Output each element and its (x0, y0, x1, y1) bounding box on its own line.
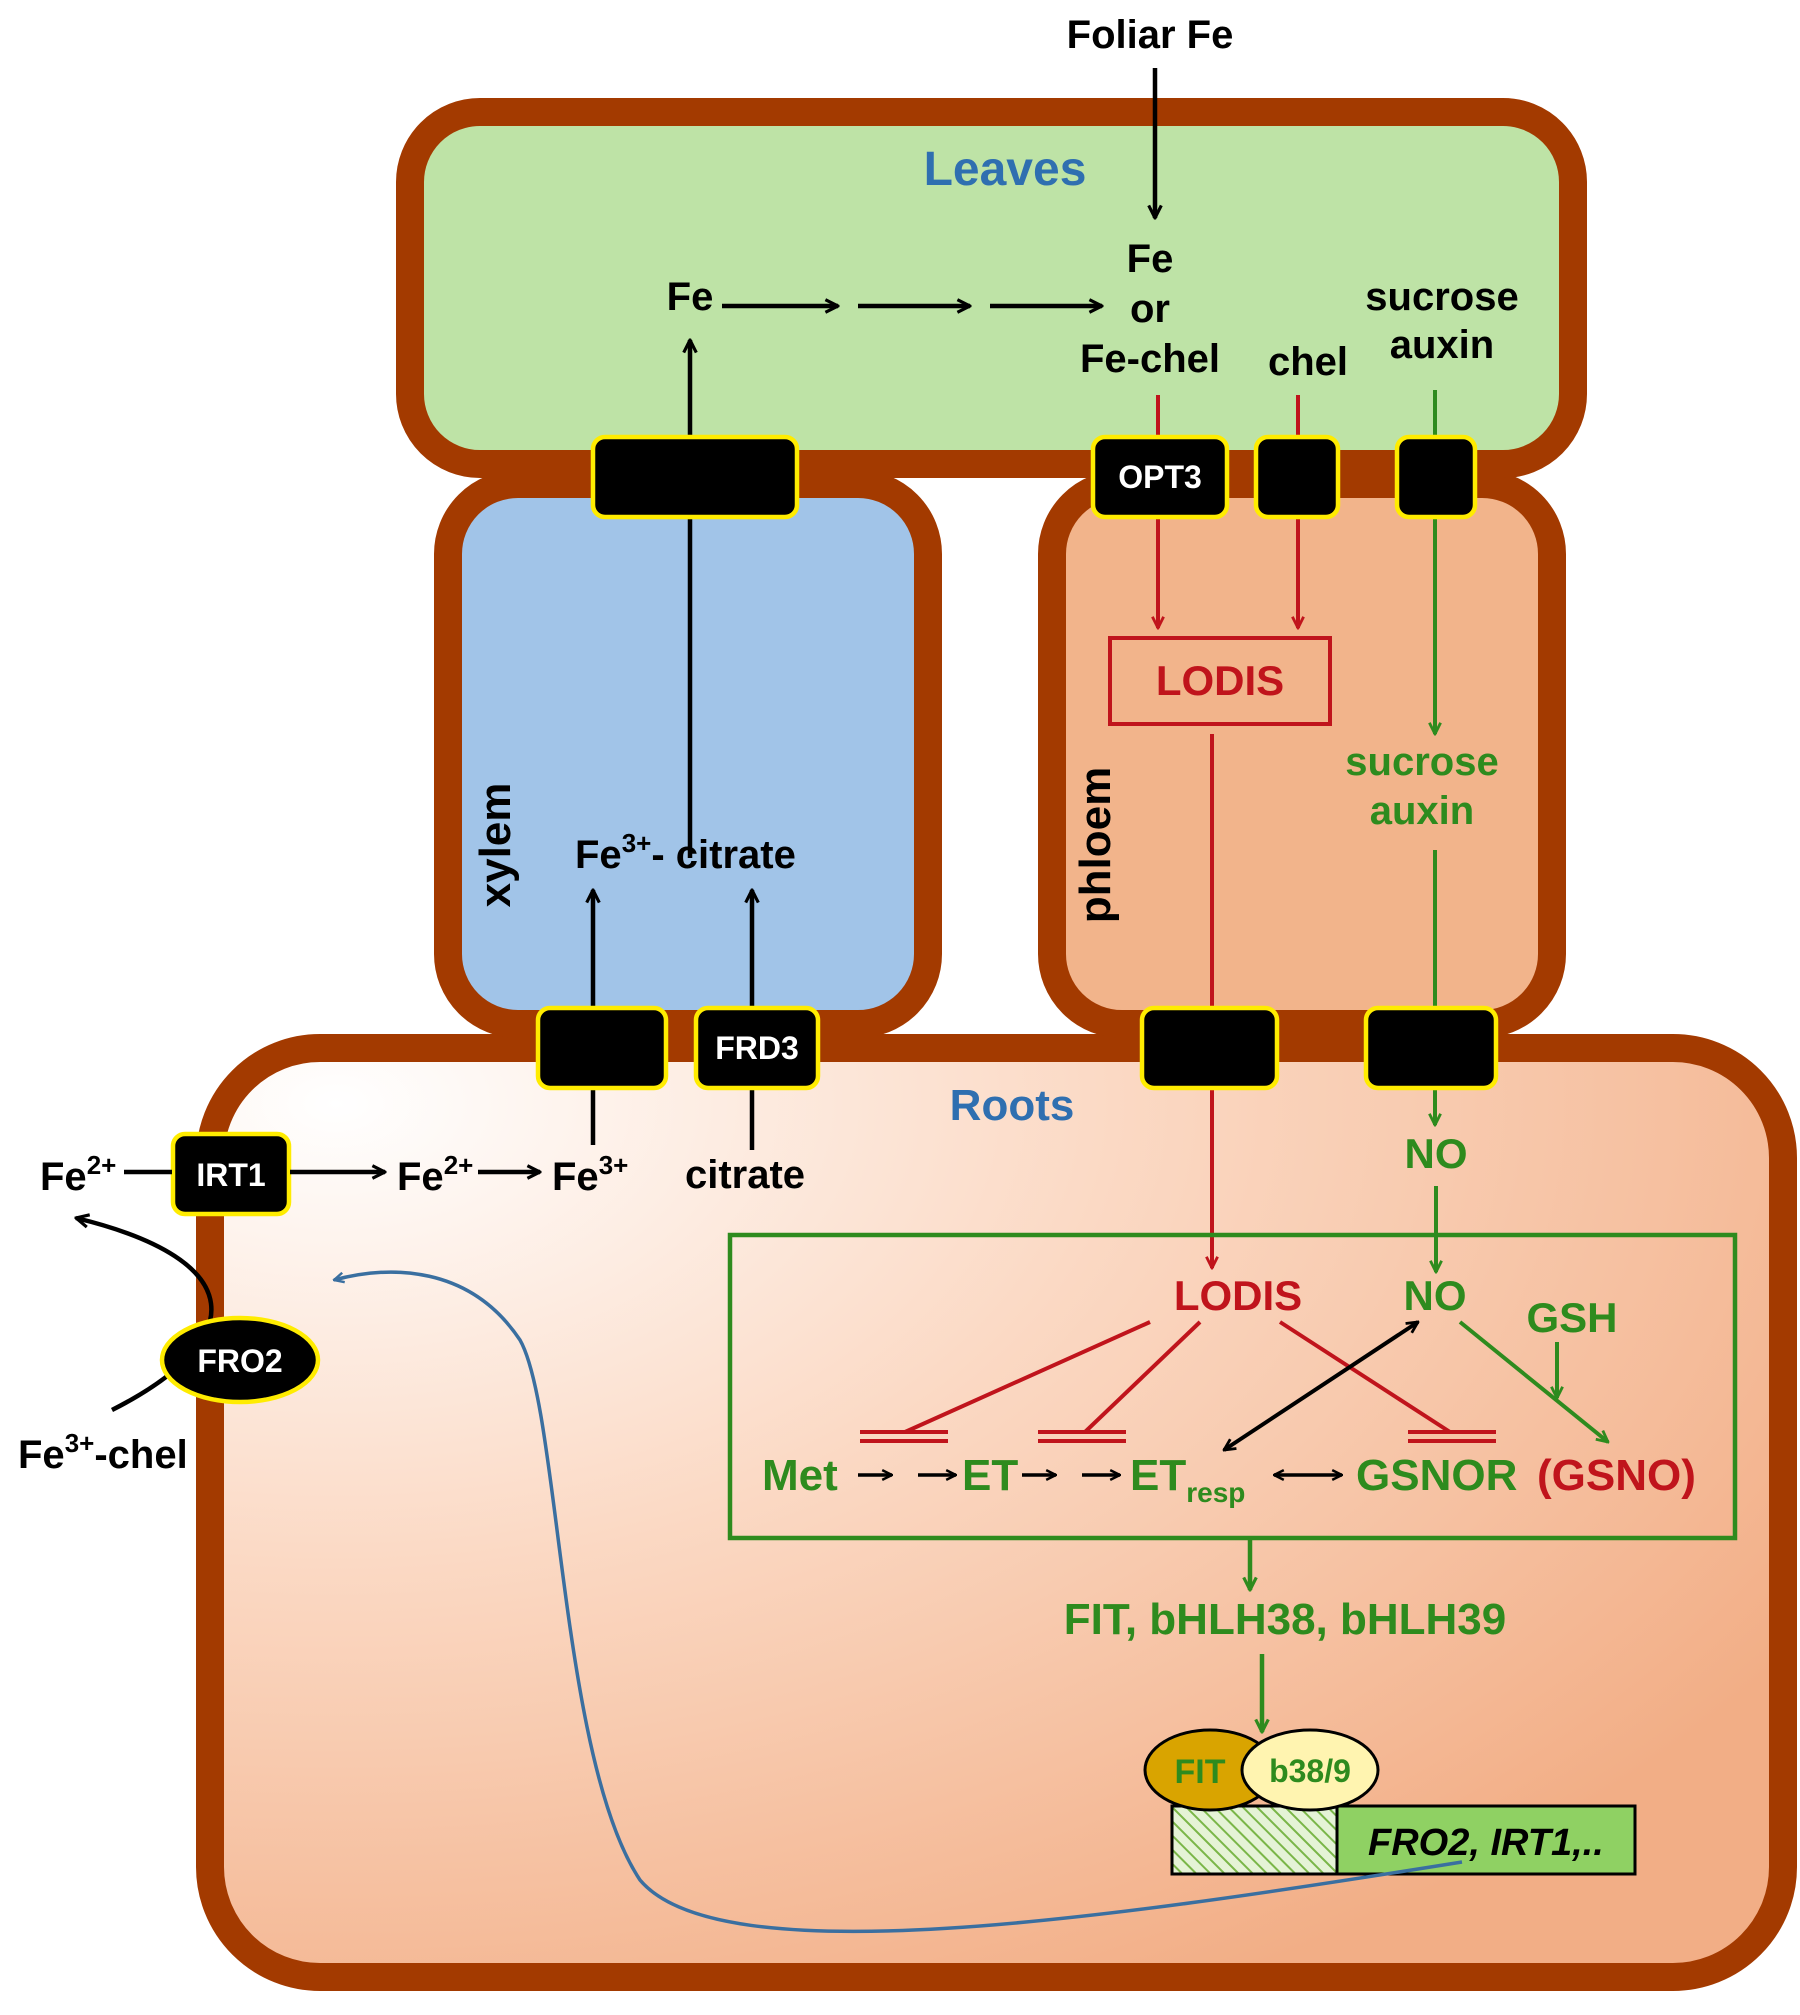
irt1-transporter (170, 1131, 292, 1217)
fro2-reduction-arrow (76, 1218, 214, 1413)
foliar-fe-label: Foliar Fe (1067, 13, 1234, 57)
leaves-compartment (396, 98, 1587, 478)
leaf-xylem-transporter (590, 434, 800, 520)
gsh-label: GSH (1526, 1294, 1617, 1341)
opt3-label: OPT3 (1118, 459, 1202, 495)
root-no-label: NO (1405, 1130, 1468, 1177)
promoter-region (1170, 1804, 1339, 1876)
fe2-outside-label: Fe2+ (40, 1150, 116, 1199)
fe-or-fechel-line3: Fe-chel (1080, 337, 1220, 381)
fe3-citrate-label: Fe3+- citrate (575, 828, 796, 877)
gsnor-label: GSNOR (1356, 1451, 1517, 1500)
et-label: ET (962, 1451, 1018, 1500)
roots-compartment (196, 1034, 1797, 1991)
fe2-inside-label: Fe2+ (397, 1150, 473, 1199)
citrate-label: citrate (685, 1153, 805, 1197)
fe-or-fechel-line2: or (1130, 287, 1170, 331)
leaf-sucrose-label: sucrose (1365, 275, 1518, 319)
leaf-fe-label: Fe (667, 275, 714, 319)
phloem-root-transporter-2 (1363, 1005, 1499, 1091)
fro2-label: FRO2 (197, 1343, 282, 1379)
xylem-label: xylem (471, 783, 520, 908)
b389-protein-label: b38/9 (1269, 1753, 1351, 1789)
frd3-label: FRD3 (715, 1030, 799, 1066)
target-genes-label: FRO2, IRT1,.. (1368, 1822, 1604, 1864)
target-genes-region (1335, 1804, 1637, 1876)
irt1-label: IRT1 (196, 1157, 265, 1193)
no-to-gsno-arrow (1458, 1320, 1608, 1442)
leaf-chel-label: chel (1268, 340, 1348, 384)
opt3-transporter (1090, 434, 1230, 520)
fe-or-fechel-line1: Fe (1127, 237, 1174, 281)
signal-no-label: NO (1404, 1272, 1467, 1319)
fro2-enzyme (159, 1315, 321, 1405)
phloem-sucrose-label: sucrose (1345, 740, 1498, 784)
fe3-chel-outside-label: Fe3+-chel (18, 1428, 188, 1477)
phloem-lodis-label: LODIS (1156, 657, 1284, 704)
transcription-factors-label: FIT, bHLH38, bHLH39 (1064, 1595, 1507, 1644)
signaling-box (727, 1232, 1738, 1541)
phloem-label: phloem (1071, 767, 1120, 923)
root-xylem-transporter (535, 1005, 669, 1091)
frd3-transporter (693, 1005, 821, 1091)
feedback-curve (334, 1270, 1463, 1934)
lodis-inhibit-met-line (904, 1320, 1151, 1434)
leaf-auxin-label: auxin (1390, 323, 1494, 367)
phloem-root-transporter-1 (1139, 1005, 1280, 1091)
fe3-inside-label: Fe3+ (552, 1150, 628, 1199)
gsno-label: (GSNO) (1537, 1451, 1696, 1500)
leaves-label: Leaves (924, 143, 1087, 196)
roots-label: Roots (950, 1081, 1075, 1130)
root-lodis-label: LODIS (1174, 1272, 1302, 1319)
phloem-lodis-box (1108, 636, 1332, 726)
sucrose-transporter (1394, 434, 1478, 520)
no-etresp-double-arrow (1224, 1322, 1418, 1450)
phloem-auxin-label: auxin (1370, 789, 1474, 833)
b389-protein (1240, 1728, 1380, 1812)
chel-transporter (1253, 434, 1341, 520)
lodis-inhibit-et-line (1083, 1320, 1202, 1434)
fit-protein-label: FIT (1175, 1753, 1226, 1791)
met-label: Met (762, 1451, 838, 1500)
et-resp-label: ETresp (1130, 1451, 1245, 1508)
